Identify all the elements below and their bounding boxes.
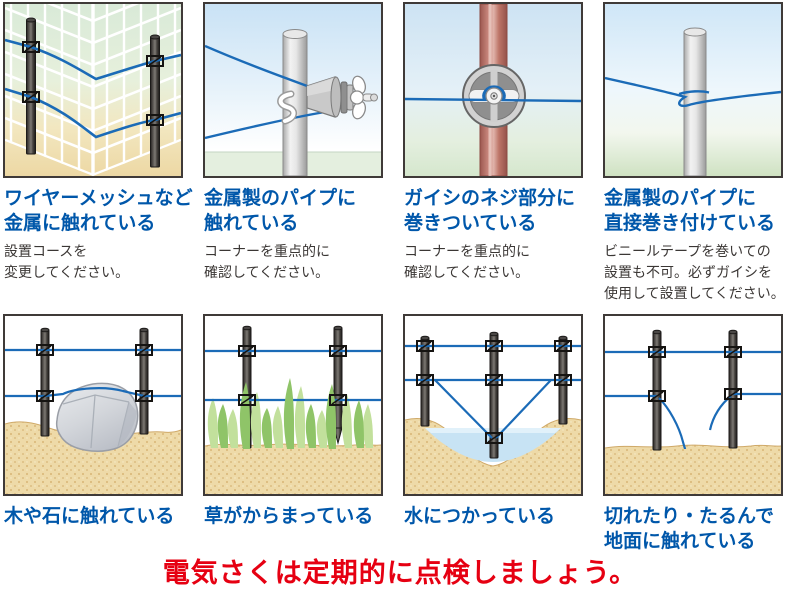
wire-mesh-contact-illustration	[3, 2, 183, 178]
panel-title: ガイシのネジ部分に 巻きついている	[404, 188, 576, 234]
electric-wires	[4, 38, 182, 139]
panel-grass-entangled: 草がからまっている	[200, 314, 400, 559]
stone	[55, 382, 139, 452]
panel-title: 金属製のパイプに 触れている	[204, 188, 357, 234]
insulator-screw-wrap-illustration	[403, 2, 583, 178]
panel-tree-or-stone-contact: 木や石に触れている	[0, 314, 200, 559]
submerged-in-water-illustration	[403, 314, 583, 496]
sand-ground	[605, 445, 781, 496]
bottom-panel-row: 木や石に触れている	[0, 314, 800, 559]
panel-metal-pipe-contact: 金属製のパイプに 触れている コーナーを重点的に 確認してください。	[200, 2, 400, 304]
sand-ground	[5, 421, 181, 496]
panel-body: コーナーを重点的に 確認してください。	[204, 243, 330, 281]
panel-title: 金属製のパイプに 直接巻き付けている	[604, 188, 776, 234]
insulator-hub	[482, 85, 506, 105]
panel-title: 水につかっている	[404, 506, 556, 527]
panel-body: コーナーを重点的に 確認してください。	[404, 243, 530, 281]
metal-pipe-direct-wrap-illustration	[603, 2, 783, 178]
sand-ground	[205, 444, 381, 496]
panel-title: 木や石に触れている	[4, 506, 175, 527]
panel-body: ビニールテープを巻いての 設置も不可。必ずガイシを 使用して設置してください。	[604, 243, 785, 302]
broken-or-sagging-wire-illustration	[603, 314, 783, 496]
panel-title: 草がからまっている	[204, 506, 374, 527]
wire-hook	[277, 90, 297, 125]
fence-post-right	[150, 34, 160, 168]
fence-post-left	[26, 17, 36, 155]
panel-title: 切れたり・たるんで 地面に触れている	[604, 506, 775, 552]
panel-wire-mesh-contact: ワイヤーメッシュなど 金属に触れている 設置コースを 変更してください。	[0, 2, 200, 304]
panel-insulator-screw-wrap: ガイシのネジ部分に 巻きついている コーナーを重点的に 確認してください。	[400, 2, 600, 304]
metal-pipe	[282, 29, 308, 177]
screw-insulator	[306, 75, 378, 120]
inspection-notice: 電気さくは定期的に点検しましょう。	[162, 558, 638, 588]
tree-or-stone-contact-illustration	[3, 314, 183, 496]
fence-post-left	[40, 327, 50, 437]
panel-submerged-in-water: 水につかっている	[400, 314, 600, 559]
panel-metal-pipe-direct-wrap: 金属製のパイプに 直接巻き付けている ビニールテープを巻いての 設置も不可。必ず…	[600, 2, 800, 304]
panel-body: 設置コースを 変更してください。	[4, 243, 130, 281]
panel-title: ワイヤーメッシュなど 金属に触れている	[4, 188, 193, 234]
metal-pipe-contact-illustration	[203, 2, 383, 178]
grass-entangled-illustration	[203, 314, 383, 496]
wrapped-electric-wire	[604, 76, 782, 108]
fence-post-right	[139, 327, 149, 435]
grass-back	[207, 386, 373, 448]
top-panel-row: ワイヤーメッシュなど 金属に触れている 設置コースを 変更してください。	[0, 2, 800, 304]
panel-broken-or-sagging-wire: 切れたり・たるんで 地面に触れている	[600, 314, 800, 559]
